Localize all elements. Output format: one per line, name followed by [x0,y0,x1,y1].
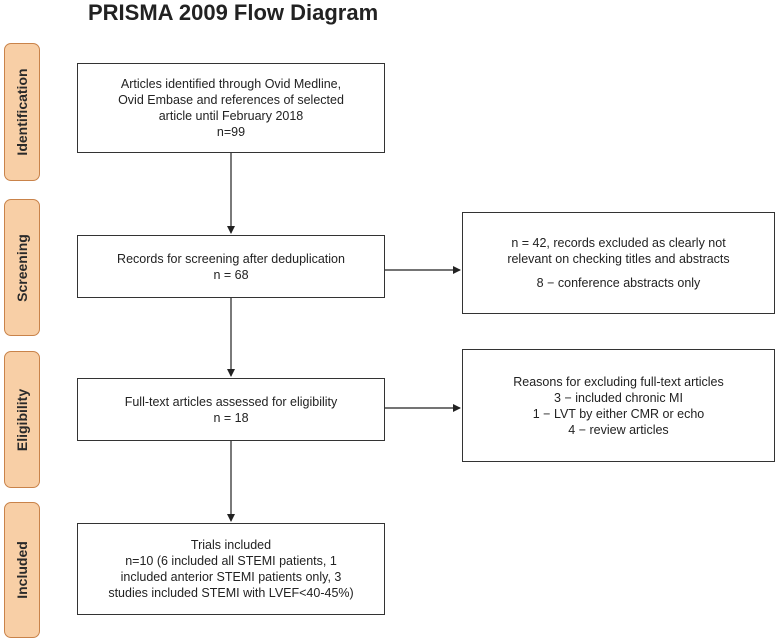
box-line: Trials included [190,538,272,552]
box-line: n = 68 [213,267,249,282]
stage-identification: Identification [4,43,40,181]
box-line: Full-text articles assessed for eligibil… [124,394,338,409]
stage-eligibility-label: Eligibility [14,388,30,451]
box-line: Reasons for excluding full-text articles [513,374,724,389]
box-line: Ovid Embase and references of selected [118,93,344,107]
box-line: Records for screening after deduplicatio… [117,251,345,266]
box-line: 8 − conference abstracts only [536,276,701,290]
box-line: 4 − review articles [568,422,669,437]
box-line: 3 − included chronic MI [554,390,683,405]
box-records-identified: Articles identified through Ovid Medline… [77,63,385,153]
stage-screening-label: Screening [14,233,30,302]
box-line: studies included STEMI with LVEF<40-45%) [108,586,354,600]
box-fulltext-excluded: Reasons for excluding full-text articles… [462,349,775,462]
stage-included-label: Included [14,541,30,599]
box-trials-included: Trials included n=10 (6 included all STE… [77,523,385,615]
stage-included: Included [4,502,40,638]
stage-identification-label: Identification [14,68,30,156]
box-line: Articles identified through Ovid Medline… [120,77,342,91]
box-line: article until February 2018 [158,109,304,123]
box-line: n = 42, records excluded as clearly not [511,236,726,250]
box-line: n = 18 [213,410,249,425]
page-title: PRISMA 2009 Flow Diagram [88,0,379,25]
box-line: included anterior STEMI patients only, 3 [120,570,342,584]
box-line: n=10 (6 included all STEMI patients, 1 [125,554,337,568]
box-fulltext-assessed: Full-text articles assessed for eligibil… [77,378,385,441]
box-line: 1 − LVT by either CMR or echo [532,406,705,421]
stage-screening: Screening [4,199,40,336]
box-line: relevant on checking titles and abstract… [507,252,730,266]
box-line: n=99 [216,125,246,139]
box-records-screening: Records for screening after deduplicatio… [77,235,385,298]
box-records-excluded: n = 42, records excluded as clearly not … [462,212,775,314]
stage-eligibility: Eligibility [4,351,40,488]
